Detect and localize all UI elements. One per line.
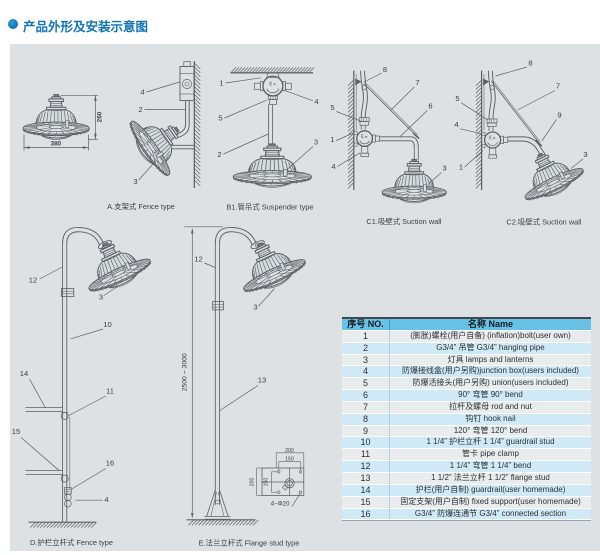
svg-text:11: 11 bbox=[106, 387, 114, 396]
svg-text:4: 4 bbox=[454, 120, 458, 129]
svg-text:2: 2 bbox=[217, 150, 221, 159]
svg-text:4: 4 bbox=[314, 97, 318, 106]
svg-text:3: 3 bbox=[133, 177, 137, 186]
svg-text:A.支架式 Fence type: A.支架式 Fence type bbox=[107, 202, 175, 211]
svg-text:2500 ~ 3000: 2500 ~ 3000 bbox=[182, 353, 189, 391]
svg-text:150: 150 bbox=[285, 457, 294, 463]
svg-text:15: 15 bbox=[12, 427, 20, 436]
svg-text:5: 5 bbox=[455, 94, 459, 103]
svg-text:D.护栏立杆式 Fence type: D.护栏立杆式 Fence type bbox=[30, 538, 113, 547]
svg-text:5: 5 bbox=[330, 103, 334, 112]
svg-text:260: 260 bbox=[96, 111, 103, 122]
svg-text:380: 380 bbox=[50, 140, 61, 147]
svg-text:10: 10 bbox=[103, 320, 111, 329]
svg-text:8: 8 bbox=[383, 65, 387, 74]
svg-text:7: 7 bbox=[556, 82, 560, 91]
svg-text:3: 3 bbox=[314, 138, 318, 147]
svg-text:150: 150 bbox=[264, 478, 270, 487]
svg-text:13: 13 bbox=[258, 376, 266, 385]
svg-text:200: 200 bbox=[249, 477, 255, 486]
svg-text:3: 3 bbox=[442, 164, 446, 173]
svg-text:1: 1 bbox=[459, 163, 463, 172]
svg-text:7: 7 bbox=[415, 78, 419, 87]
svg-text:4: 4 bbox=[331, 162, 335, 171]
svg-text:3: 3 bbox=[253, 303, 257, 312]
svg-text:8: 8 bbox=[528, 59, 532, 68]
svg-text:3: 3 bbox=[583, 150, 587, 159]
svg-text:12: 12 bbox=[29, 276, 37, 285]
svg-text:E.法兰立杆式 Flange stud type: E.法兰立杆式 Flange stud type bbox=[199, 539, 300, 548]
svg-text:9: 9 bbox=[557, 111, 561, 120]
svg-text:12: 12 bbox=[194, 255, 202, 264]
svg-text:2: 2 bbox=[138, 105, 142, 114]
svg-text:4: 4 bbox=[104, 495, 108, 504]
svg-text:4−Φ20: 4−Φ20 bbox=[271, 501, 290, 508]
svg-text:1: 1 bbox=[330, 135, 334, 144]
svg-text:6: 6 bbox=[428, 102, 432, 111]
svg-text:200: 200 bbox=[285, 448, 294, 454]
svg-text:B1.管吊式 Suspender type: B1.管吊式 Suspender type bbox=[226, 203, 313, 212]
svg-text:14: 14 bbox=[20, 369, 28, 378]
svg-text:C1.吸壁式 Suction wall: C1.吸壁式 Suction wall bbox=[366, 217, 442, 226]
svg-text:5: 5 bbox=[218, 114, 222, 123]
svg-text:16: 16 bbox=[106, 459, 114, 468]
svg-text:3: 3 bbox=[99, 293, 103, 302]
svg-text:4: 4 bbox=[140, 88, 144, 97]
svg-text:1: 1 bbox=[219, 79, 223, 88]
svg-text:C2.吸壁式 Suction wall: C2.吸壁式 Suction wall bbox=[506, 218, 582, 227]
